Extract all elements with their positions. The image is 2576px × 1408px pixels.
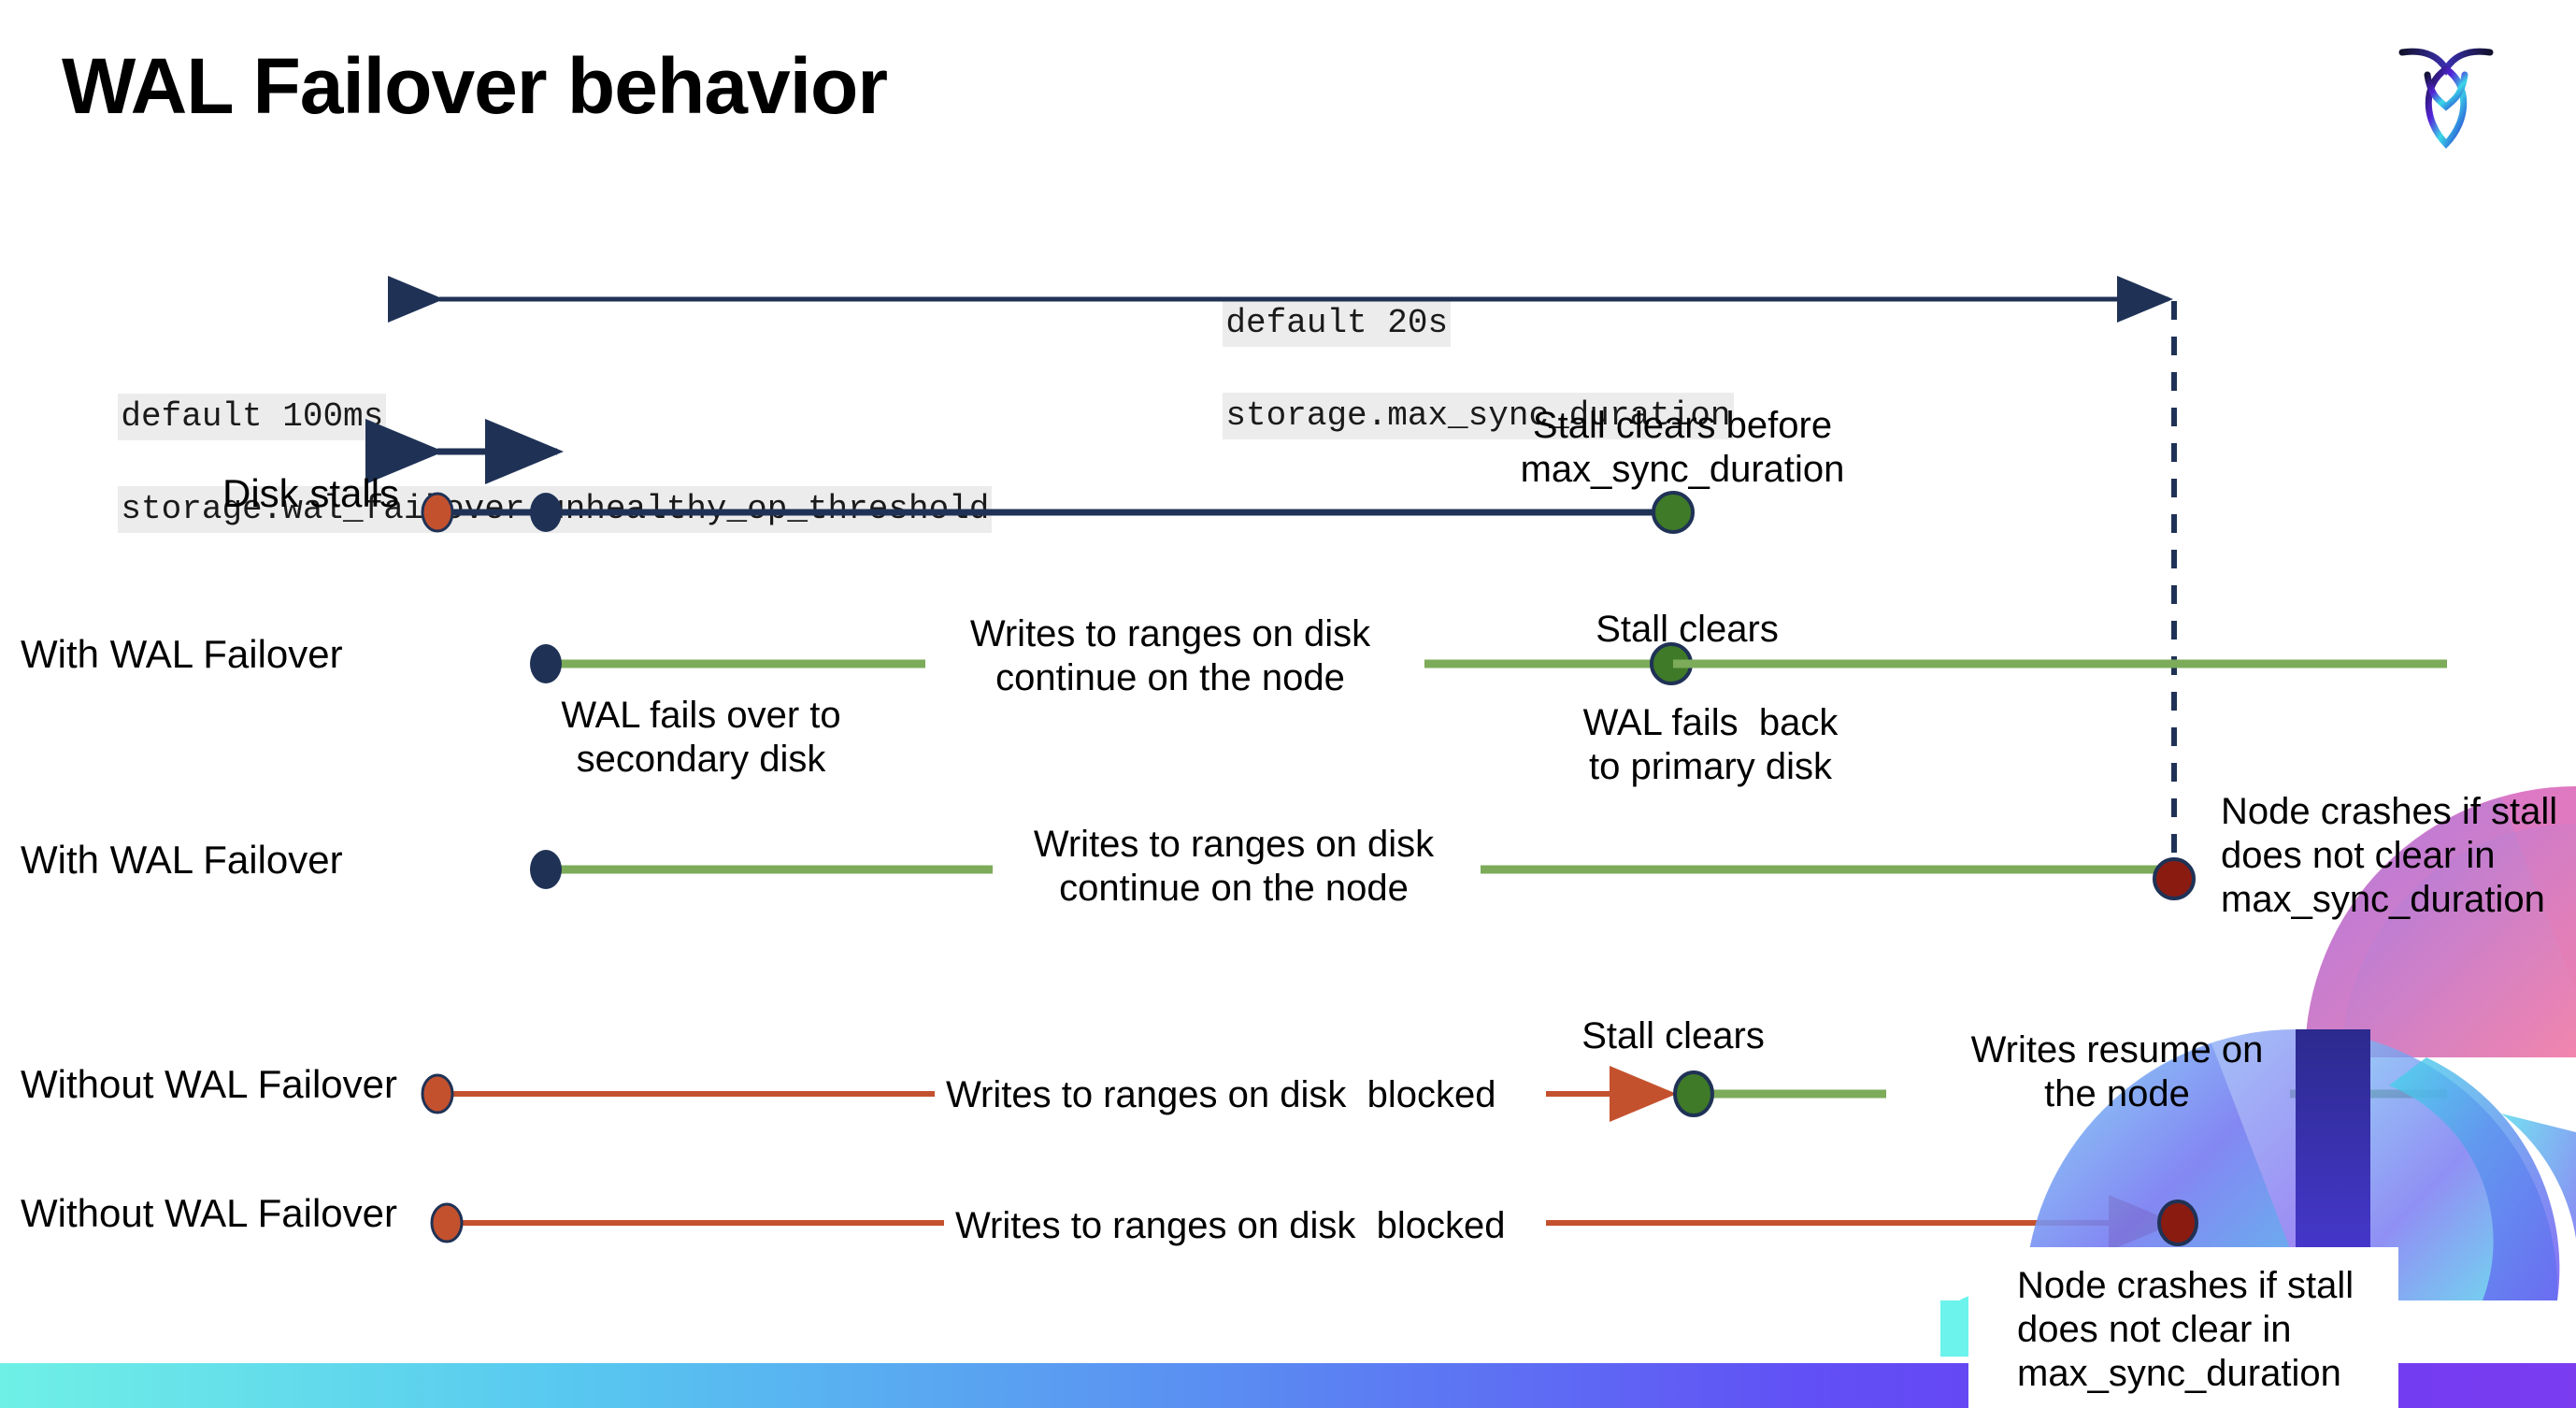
row-label-with-failover-2: With WAL Failover bbox=[21, 838, 343, 882]
row-label-disk-stalls: Disk stalls bbox=[222, 471, 400, 515]
callout-node-crashes-row5: Node crashes if stall does not clear in … bbox=[2017, 1265, 2354, 1395]
callout-node-crashes-row3: Node crashes if stall does not clear in … bbox=[2221, 791, 2558, 921]
callout-wal-fails-over: WAL fails over to secondary disk bbox=[561, 695, 841, 781]
cockroachdb-logo bbox=[2385, 26, 2507, 157]
annotation-unhealthy-default: default 100ms bbox=[118, 393, 387, 441]
row-with-failover-crashes-timeline bbox=[530, 850, 2196, 900]
callout-writes-continue-row2: Writes to ranges on disk continue on the… bbox=[969, 613, 1371, 699]
callout-stall-clears-row2: Stall clears bbox=[1596, 609, 1779, 650]
callout-writes-blocked-row5: Writes to ranges on disk blocked bbox=[955, 1205, 1506, 1246]
row-label-without-failover-2: Without WAL Failover bbox=[21, 1191, 397, 1235]
callout-wal-fails-back: WAL fails back to primary disk bbox=[1582, 702, 1839, 788]
failover-trigger-dot bbox=[530, 493, 562, 532]
page-title: WAL Failover behavior bbox=[62, 42, 888, 130]
failover-dot-row2 bbox=[530, 644, 562, 683]
callout-stall-clears-before: Stall clears before max_sync_duration bbox=[1520, 405, 1845, 491]
stall-start-dot-row5 bbox=[430, 1202, 464, 1243]
row-label-without-failover-1: Without WAL Failover bbox=[21, 1062, 397, 1106]
failover-dot-row3 bbox=[530, 850, 562, 889]
callout-writes-continue-row3: Writes to ranges on disk continue on the… bbox=[1033, 824, 1435, 910]
row-with-failover-recovers-timeline bbox=[530, 642, 2447, 685]
row-label-with-failover-1: With WAL Failover bbox=[21, 632, 343, 676]
node-crash-dot-row3 bbox=[2153, 857, 2196, 900]
callout-writes-resume: Writes resume on the node bbox=[1970, 1029, 2264, 1115]
callout-stall-clears-row4: Stall clears bbox=[1581, 1015, 1765, 1056]
row-disk-stalls-timeline bbox=[421, 491, 1695, 534]
crash-callout-backdrop bbox=[1968, 1247, 2398, 1408]
stall-start-dot bbox=[421, 492, 454, 533]
stall-clears-dot bbox=[1652, 491, 1695, 534]
stall-clears-dot-row4 bbox=[1673, 1070, 1714, 1117]
annotation-max-sync-setting: storage.max_sync_duration bbox=[1223, 392, 1734, 440]
callout-writes-blocked-row4: Writes to ranges on disk blocked bbox=[946, 1074, 1496, 1115]
stall-start-dot-row4 bbox=[421, 1073, 454, 1114]
